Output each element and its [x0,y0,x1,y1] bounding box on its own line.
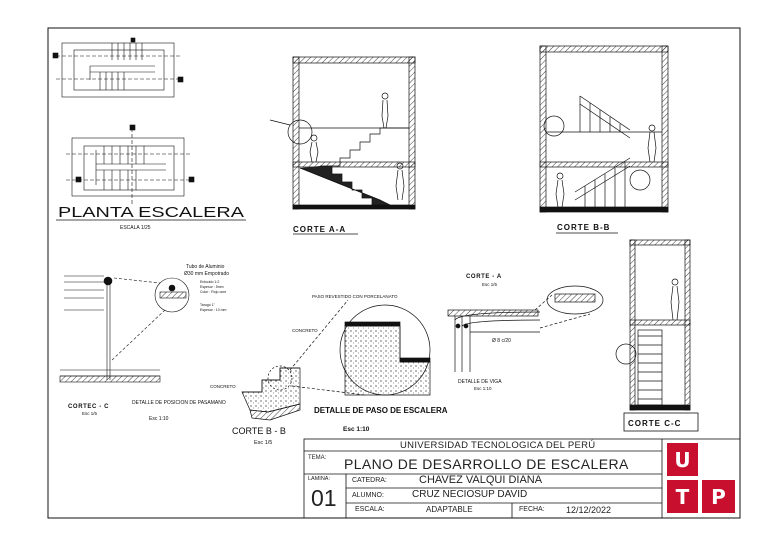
section-bb-detail-title: CORTE B - B [232,426,286,436]
alumno-value: CRUZ NECIOSUP DAVID [412,489,528,500]
catedra-value: CHAVEZ VALQUI DIANA [419,474,543,486]
section-cc-title-frame [623,412,699,432]
railing-detail-title-text: DETALLE DE POSICION DE PASAMANO [132,400,226,406]
sheet-border [47,27,741,519]
beam-detail-title: DETALLE DE VIGA [458,379,502,385]
step-finish-text: PASO REVESTIDO CON PORCELANATO [312,294,398,299]
section-bb-figures [555,124,657,208]
plaster-label: Enlucido 1:2 [200,280,219,284]
railing-detail-title: DETALLE DE POSICION DE PASAMANO [132,400,226,406]
beam-detail-scale: Esc 1:10 [474,386,492,391]
stair-plan-lower [66,124,195,205]
tema-value: PLANO DE DESARROLLO DE ESCALERA [344,456,629,472]
step-finish-label-1: PASO REVESTIDO CON PORCELANATO [312,294,398,299]
stair-plan-upper [52,37,184,98]
step-detail-scale: Esc 1:10 [343,426,370,433]
section-c-detail-title: CORTEC - C [68,404,109,410]
plaster-thickness-label: Espesor : 5mm [200,285,224,289]
plan-title: PLANTA ESCALERA [58,204,244,221]
section-bb-title: CORTE B-B [557,223,610,232]
catedra-label: CATEDRA: [352,477,387,484]
fecha-value: 12/12/2022 [566,505,612,515]
section-cc-title: CORTE C-C [628,419,681,428]
concrete-label-b: CONCRETO [210,384,236,389]
section-aa-title: CORTE A-A [293,225,346,234]
university-name: UNIVERSIDAD TECNOLOGICA DEL PERÚ [400,440,596,451]
section-bb-drawing [539,45,669,213]
alumno-label: ALUMNO: [352,492,384,499]
section-a-detail-title: CORTE - A [466,274,502,280]
plaster-color-label: Color : Rojo ocre [200,290,226,294]
railing-detail [59,275,190,383]
dowel-depth-label: Espesor : 10 mm [200,308,227,312]
tube-dim-label: Ø30 mm Empotrado [184,271,229,277]
section-aa-drawing [269,56,416,210]
step-detail-title-text: DETALLE DE PASO DE ESCALERA [314,406,448,415]
lamina-value: 01 [311,485,337,511]
title-block-frame [303,438,741,519]
section-bb-detail-scale: Esc 1/5 [254,440,272,446]
dowel-label: Tarugo 1" [200,303,216,307]
concrete-label: CONCRETO [292,328,318,333]
plan-scale: ESCALA 1/25 [120,225,151,231]
fecha-label: FECHA: [519,506,545,513]
utp-logo-p: P [702,480,735,513]
tube-label: Tubo de Aluminio [186,264,225,270]
section-aa-figures [309,92,405,201]
section-cc-drawing [615,239,691,411]
rebar-label: Ø 8 c/20 [492,338,511,344]
escala-label: ESCALA: [355,506,385,513]
tema-label: TEMA: [308,455,327,461]
section-c-detail-scale: Esc 1/5 [82,411,98,416]
step-detail-title: DETALLE DE PASO DE ESCALERA [314,406,448,415]
utp-logo-t: T [667,480,698,513]
section-cc-figure [670,278,680,321]
railing-detail-scale: Esc 1:10 [149,416,169,422]
escala-value: ADAPTABLE [426,505,473,514]
lamina-label: LAMINA: [308,476,331,482]
step-detail [241,299,431,421]
beam-detail [447,285,604,372]
utp-logo-u: U [667,443,698,476]
section-a-detail-scale: Esc 1/5 [482,282,498,287]
